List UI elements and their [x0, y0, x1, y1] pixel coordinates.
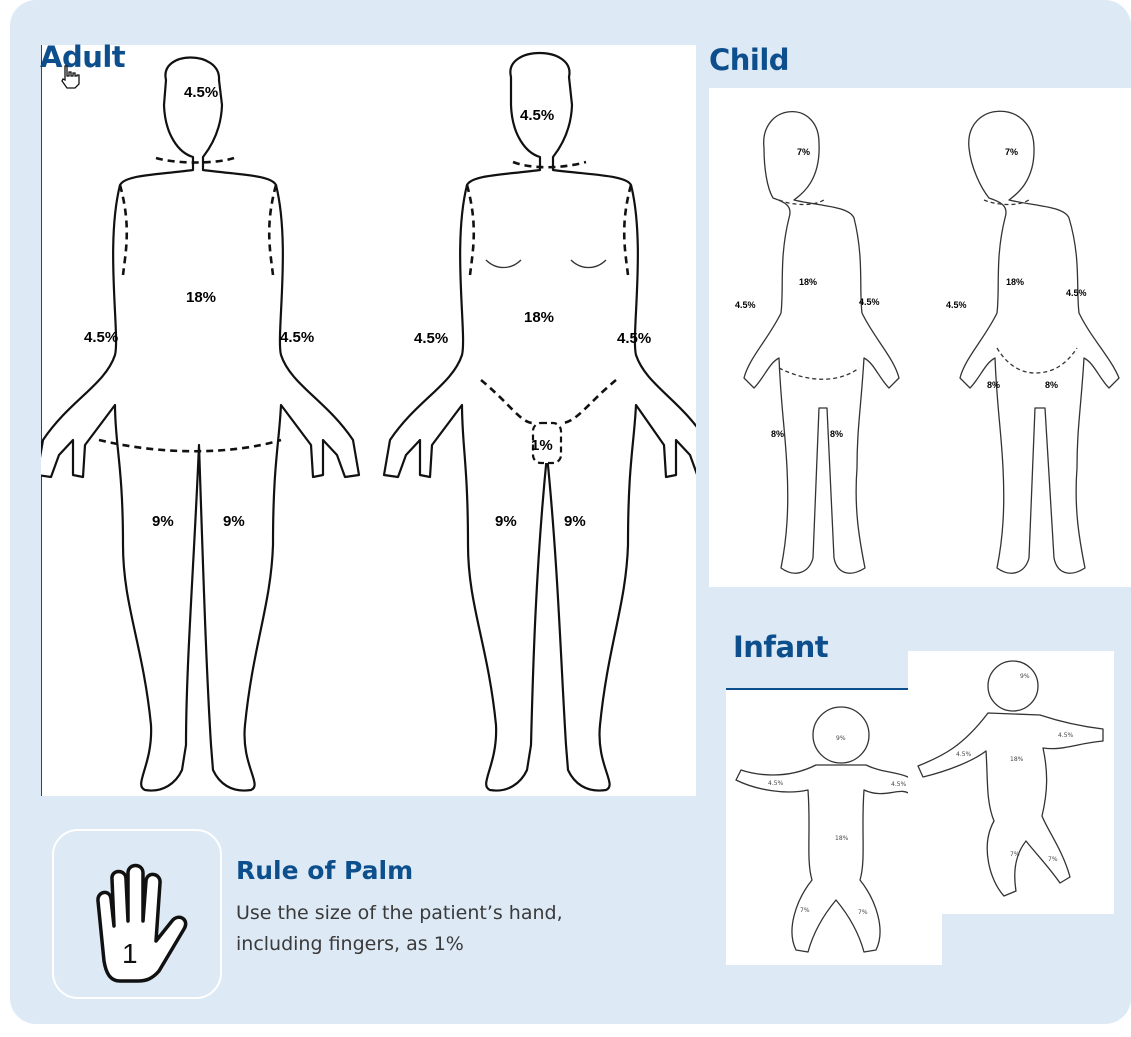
palm-number: 1: [122, 938, 138, 969]
infant-front-right-arm-label: 4.5%: [891, 781, 907, 788]
adult-front-figure: 4.5% 18% 4.5% 4.5% 1% 9% 9%: [384, 53, 696, 791]
adult-back-head-label: 4.5%: [184, 84, 218, 101]
child-back-head-label: 7%: [797, 147, 810, 157]
infant-heading: Infant: [733, 630, 828, 664]
infant-front-head-label: 9%: [836, 735, 846, 742]
child-front-left-leg-label: 8%: [987, 380, 1000, 390]
child-front-figure: 7% 18% 4.5% 4.5% 8% 8%: [946, 111, 1119, 573]
adult-figures: 4.5% 18% 4.5% 4.5% 9% 9% 4.5% 18% 4.5% 4…: [41, 45, 696, 796]
child-back-right-arm-label: 4.5%: [859, 297, 880, 307]
hand-pointer-cursor-icon: [59, 64, 83, 90]
child-figures-svg: 7% 18% 4.5% 4.5% 8% 8% 7% 18% 4.5% 4.5% …: [709, 88, 1131, 587]
infant-back-right-arm-label: 4.5%: [1058, 732, 1074, 739]
infant-back-left-arm-label: 4.5%: [956, 751, 972, 758]
adult-front-trunk-label: 18%: [524, 309, 554, 326]
palm-description: Use the size of the patient’s hand, incl…: [236, 898, 616, 960]
infant-back-svg: 9% 18% 4.5% 4.5% 7% 7%: [908, 651, 1114, 914]
adult-back-right-arm-label: 4.5%: [280, 329, 314, 346]
child-back-trunk-label: 18%: [799, 277, 817, 287]
infant-front-trunk-label: 18%: [835, 835, 849, 842]
adult-back-left-arm-label: 4.5%: [84, 329, 118, 346]
child-front-trunk-label: 18%: [1006, 277, 1024, 287]
child-front-left-arm-label: 4.5%: [946, 300, 967, 310]
child-back-left-leg-label: 8%: [771, 429, 784, 439]
adult-front-right-arm-label: 4.5%: [617, 330, 651, 347]
infant-front-right-leg-label: 7%: [858, 909, 868, 916]
adult-front-head-label: 4.5%: [520, 107, 554, 124]
child-figures: 7% 18% 4.5% 4.5% 8% 8% 7% 18% 4.5% 4.5% …: [709, 88, 1131, 587]
infant-back-head-label: 9%: [1020, 673, 1030, 680]
adult-back-left-leg-label: 9%: [152, 513, 174, 530]
adult-back-trunk-label: 18%: [186, 289, 216, 306]
infant-back-figure: 9% 18% 4.5% 4.5% 7% 7%: [908, 651, 1114, 914]
palm-icon-box: 1: [52, 829, 222, 999]
infant-back-trunk-label: 18%: [1010, 756, 1024, 763]
adult-figures-svg: 4.5% 18% 4.5% 4.5% 9% 9% 4.5% 18% 4.5% 4…: [41, 45, 696, 796]
adult-front-left-leg-label: 9%: [495, 513, 517, 530]
adult-back-right-leg-label: 9%: [223, 513, 245, 530]
infant-back-right-leg-label: 7%: [1048, 856, 1058, 863]
adult-front-genital-label: 1%: [531, 437, 553, 454]
child-back-right-leg-label: 8%: [830, 429, 843, 439]
infant-back-left-leg-label: 7%: [1010, 851, 1020, 858]
infant-front-left-arm-label: 4.5%: [768, 780, 784, 787]
child-back-left-arm-label: 4.5%: [735, 300, 756, 310]
infant-front-left-leg-label: 7%: [800, 907, 810, 914]
child-front-head-label: 7%: [1005, 147, 1018, 157]
adult-front-left-arm-label: 4.5%: [414, 330, 448, 347]
child-front-right-leg-label: 8%: [1045, 380, 1058, 390]
child-heading: Child: [709, 43, 789, 77]
adult-back-figure: 4.5% 18% 4.5% 4.5% 9% 9%: [41, 58, 359, 791]
child-back-figure: 7% 18% 4.5% 4.5% 8% 8%: [735, 112, 899, 574]
open-hand-icon: 1: [54, 831, 220, 997]
palm-title: Rule of Palm: [236, 856, 413, 885]
child-front-right-arm-label: 4.5%: [1066, 288, 1087, 298]
adult-front-right-leg-label: 9%: [564, 513, 586, 530]
